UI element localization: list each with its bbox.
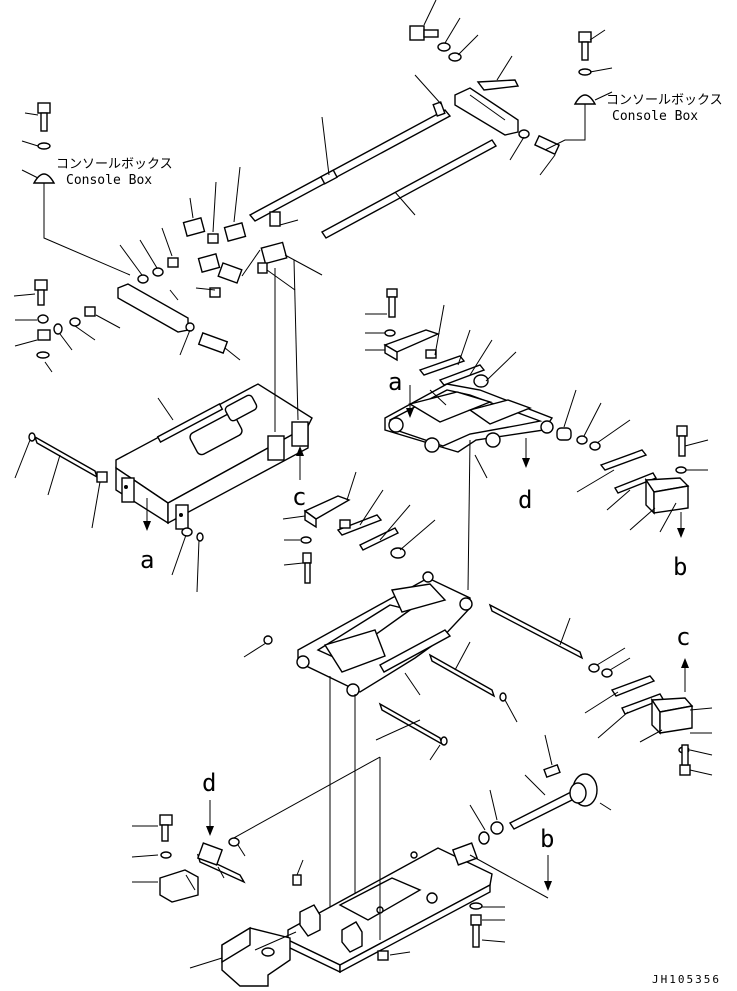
lower-scissor-frame bbox=[243, 571, 584, 925]
ref-a-top: a bbox=[388, 368, 402, 396]
bottom-left-fittings bbox=[131, 814, 246, 903]
drawing-code: JH105356 bbox=[652, 973, 721, 986]
lever-bracket bbox=[454, 87, 519, 136]
left-lever bbox=[117, 283, 189, 333]
top-linkage-group bbox=[248, 0, 613, 239]
left-console-mount bbox=[21, 102, 131, 276]
console-box-right-jp: コンソールボックス bbox=[606, 93, 723, 108]
console-base-plate bbox=[115, 259, 313, 530]
ref-d-mid: d bbox=[518, 486, 532, 514]
upper-rod bbox=[248, 109, 452, 222]
bottom-corner-bracket bbox=[189, 926, 297, 987]
adjuster-knob bbox=[469, 734, 612, 845]
ref-a-bottom: a bbox=[140, 546, 154, 574]
ref-b-bottom: b bbox=[540, 825, 554, 853]
console-box-right-en: Console Box bbox=[612, 109, 698, 124]
ref-b-right: b bbox=[673, 553, 687, 581]
ref-c-left: c bbox=[292, 483, 306, 511]
ref-c-right: c bbox=[676, 623, 690, 651]
right-slide-pack-b bbox=[556, 389, 709, 533]
upper-right-slide-pack bbox=[365, 288, 517, 388]
right-slide-pack-c bbox=[584, 647, 713, 776]
long-pin bbox=[488, 603, 584, 660]
left-linkage-group bbox=[13, 166, 323, 373]
console-box-left-en: Console Box bbox=[66, 173, 152, 188]
console-box-left-jp: コンソールボックス bbox=[56, 157, 173, 172]
upper-scissor-frame bbox=[384, 383, 554, 591]
bolt-head bbox=[409, 25, 425, 41]
bottom-base-plate bbox=[229, 756, 549, 974]
ref-d-bottom: d bbox=[202, 769, 216, 797]
middle-slide-pack bbox=[282, 471, 436, 584]
lower-rod bbox=[320, 139, 498, 239]
side-pin bbox=[33, 435, 99, 479]
